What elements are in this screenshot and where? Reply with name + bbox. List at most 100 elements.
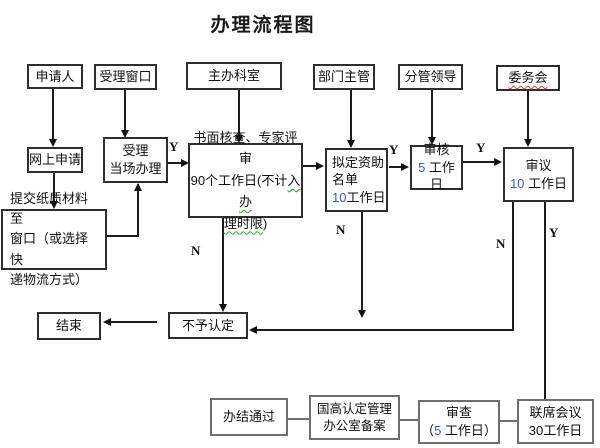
connector-complete-filing [288, 418, 309, 420]
arrowhead-up-icon [134, 183, 142, 191]
label-no: N [336, 222, 346, 237]
box-joint-meeting-line1: 联席会议 [529, 404, 582, 420]
box-joint-meeting-line2: 30工作日 [528, 422, 583, 438]
box-applicant: 申请人 [27, 64, 83, 89]
label-yes: Y [389, 142, 399, 157]
arrowhead-down-icon [428, 137, 436, 145]
box-check-pre: （ [421, 423, 435, 438]
box-submit-paper-line2: 窗口（或选择快 [10, 231, 89, 267]
connector-online-submit [53, 173, 55, 202]
box-reject-label: 不予认定 [181, 317, 234, 333]
box-accept-onsite: 受理 当场办理 [103, 137, 168, 183]
box-deliberate-line1: 审议 [525, 157, 552, 173]
box-complete-label: 办结通过 [222, 409, 275, 425]
box-draft-list-num: 10 [332, 189, 347, 205]
box-paper-review-line2-pre: 90个工作日(不计 [190, 172, 288, 188]
connector-window-accept [124, 90, 126, 131]
label-no: N [496, 236, 506, 251]
connector-draft-n [361, 212, 363, 311]
box-accept-onsite-line2: 当场办理 [109, 161, 162, 176]
box-paper-review: 书面核查、专家评审 90个工作日(不计入办 理时限) [188, 130, 303, 231]
box-check-num: 5 [434, 423, 442, 438]
box-submit-paper-line1: 提交纸质材料至 [10, 191, 89, 227]
box-accept-window: 受理窗口 [94, 64, 157, 90]
box-committee: 委务会 [496, 65, 560, 91]
box-branch-leader-label: 分管领导 [404, 69, 457, 85]
connector-leader-check [431, 90, 433, 138]
box-applicant-label: 申请人 [35, 68, 75, 84]
box-check-line2: （5 工作日） [421, 422, 497, 440]
box-review-line1: 审核 [423, 142, 450, 158]
connector-draft-check [389, 166, 402, 168]
arrowhead-down-icon [49, 139, 57, 147]
label-yes: Y [549, 225, 559, 240]
box-submit-paper: 提交纸质材料至 窗口（或选择快 递物流方式） [1, 191, 107, 287]
box-complete: 办结通过 [210, 398, 288, 436]
label-yes: Y [476, 140, 486, 155]
box-review-unit: 工作日 [425, 159, 455, 193]
connector-n-to-reject [256, 329, 514, 331]
arrowhead-down-icon [121, 130, 129, 138]
box-accept-onsite-line1: 受理 [122, 143, 149, 159]
connector-office-review [238, 90, 240, 136]
box-paper-review-line1: 书面核查、专家评审 [193, 129, 298, 167]
box-paper-review-line3-post: ) [262, 215, 268, 231]
arrowhead-down-icon [219, 304, 227, 312]
connector-review-reject-n [222, 218, 224, 305]
arrowhead-down-icon [524, 139, 532, 147]
connector-committee-deliberate [527, 91, 529, 140]
box-filing: 国高认定管理 办公室备案 [309, 395, 400, 440]
box-paper-review-line2: 90个工作日(不计入办 [190, 170, 301, 213]
arrowhead-down-icon [235, 135, 243, 143]
box-draft-list-line2: 名单 [332, 172, 359, 188]
connector-applicant-online [52, 88, 54, 140]
box-online-apply: 网上申请 [27, 147, 83, 173]
connector-filing-check [400, 419, 418, 421]
box-draft-list-line1: 拟定资助 [332, 154, 385, 170]
box-accept-window-label: 受理窗口 [99, 69, 152, 85]
box-joint-meeting: 联席会议 30工作日 [517, 399, 594, 444]
box-committee-label: 委务会 [508, 70, 548, 86]
box-draft-list-line3: 10工作日 [332, 189, 385, 207]
box-main-office-label: 主办科室 [207, 68, 260, 84]
box-check-line1: 审查 [445, 405, 472, 421]
connector-check-deliberate [463, 161, 495, 163]
box-paper-review-line3-wavy: 理时限 [223, 215, 263, 231]
box-review-num: 5 [418, 159, 426, 175]
box-filing-line2: 办公室备案 [323, 418, 386, 433]
box-review: 审核 5 工作日 [410, 142, 463, 192]
box-draft-list: 拟定资助 名单 10工作日 [325, 148, 388, 212]
box-deliberate-unit: 工作日 [524, 175, 568, 191]
box-end-label: 结束 [55, 318, 82, 334]
box-draft-list-unit: 工作日 [346, 189, 386, 205]
box-deliberate-num: 10 [509, 175, 525, 191]
connector-accept-review [168, 162, 182, 164]
box-paper-review-line3: 理时限) [224, 213, 267, 234]
arrowhead-down-icon [358, 310, 366, 318]
box-main-office: 主办科室 [186, 62, 282, 90]
arrowhead-down-icon [347, 140, 355, 148]
box-review-line2: 5 工作日 [412, 159, 461, 194]
box-check-unit: 工作日） [441, 423, 497, 438]
arrowhead-right-icon [494, 158, 502, 166]
connector-submit-accept-vertical [137, 184, 139, 237]
box-dept-head: 部门主管 [313, 64, 375, 90]
arrowhead-left-icon [103, 318, 111, 326]
box-online-apply-label: 网上申请 [29, 152, 82, 168]
box-paper-review-line2-wavy: 入办 [238, 172, 301, 210]
arrowhead-down-icon [50, 201, 58, 209]
box-filing-line1: 国高认定管理 [316, 401, 392, 416]
page-title: 办理流程图 [210, 15, 316, 36]
box-reject: 不予认定 [168, 312, 248, 339]
arrowhead-right-icon [316, 162, 324, 170]
box-branch-leader: 分管领导 [398, 64, 463, 90]
box-check: 审查 （5 工作日） [418, 400, 500, 444]
box-dept-head-label: 部门主管 [317, 69, 370, 85]
connector-review-draft [303, 165, 317, 167]
arrowhead-right-icon [181, 159, 189, 167]
connector-reject-end [110, 321, 157, 323]
box-deliberate: 审议 10 工作日 [503, 147, 574, 202]
label-no: N [191, 243, 201, 258]
connector-deliberate-n [512, 202, 514, 330]
